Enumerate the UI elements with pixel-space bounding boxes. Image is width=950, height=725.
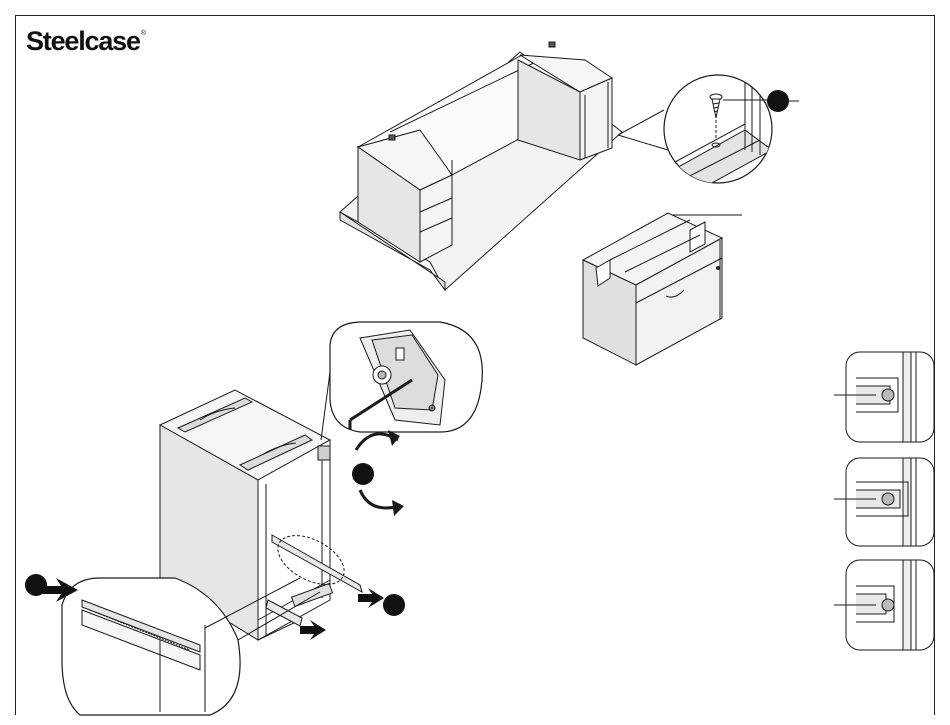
step-dot-icon <box>767 90 789 112</box>
slot-detail-icon <box>834 560 934 650</box>
step-dot-icon <box>25 574 47 596</box>
step-dot-icon <box>352 463 374 485</box>
bracket-detail-callout <box>321 322 482 440</box>
low-pedestal-unit <box>583 213 742 365</box>
slot-detail-icon <box>834 458 934 546</box>
step-dot-icon <box>383 594 405 616</box>
screw-detail-callout <box>664 60 799 195</box>
slot-detail-icon <box>834 352 934 442</box>
